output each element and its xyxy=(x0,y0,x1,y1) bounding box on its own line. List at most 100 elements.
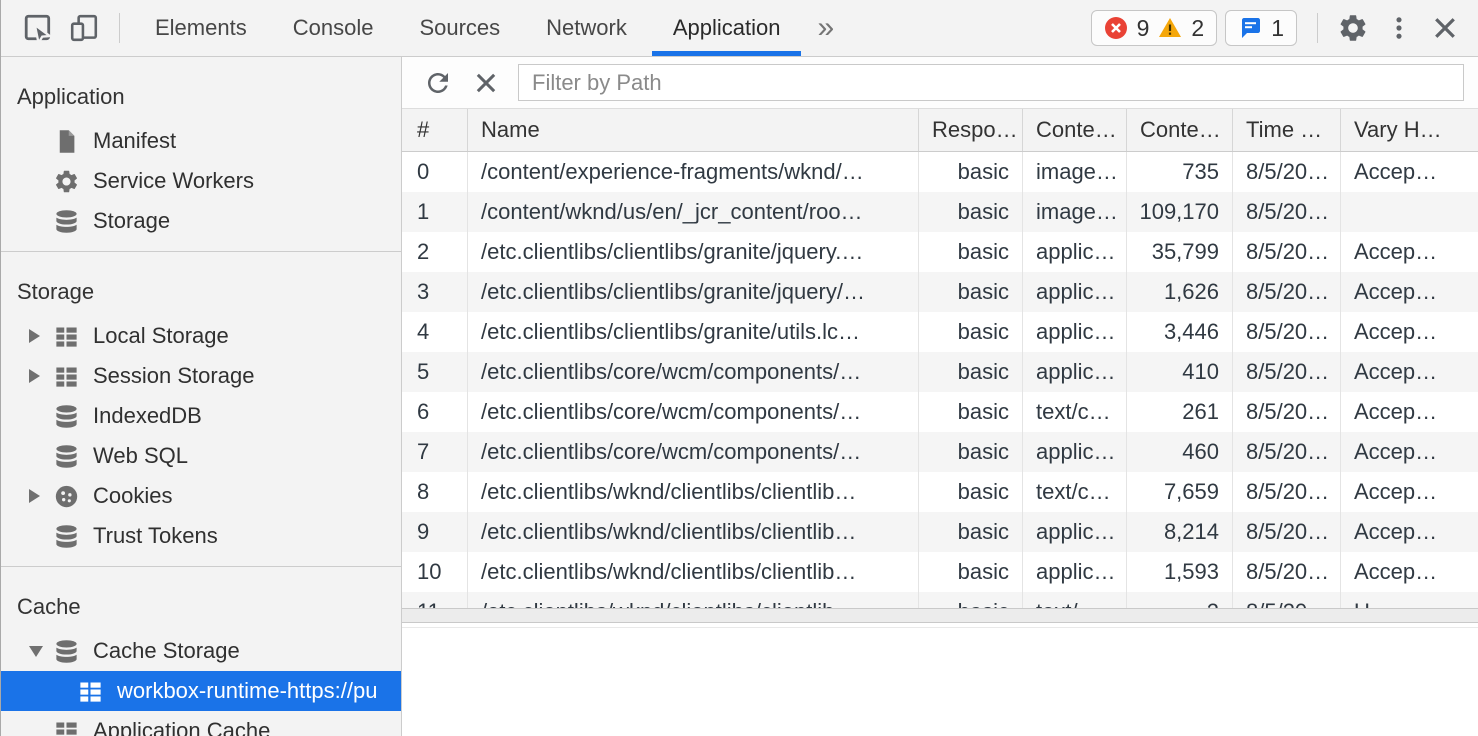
sidebar-item-cookies[interactable]: Cookies xyxy=(1,476,401,516)
column-header-name[interactable]: Name xyxy=(467,109,918,151)
disclosure-triangle-icon[interactable] xyxy=(29,329,53,343)
cell-content-length: 460 xyxy=(1126,432,1232,472)
sidebar-item-service-workers[interactable]: Service Workers xyxy=(1,161,401,201)
column-header-vary-header[interactable]: Vary H… xyxy=(1340,109,1478,151)
cell-name: /etc.clientlibs/core/wcm/components/… xyxy=(467,392,918,432)
cell-time-cached: 8/5/20… xyxy=(1232,392,1340,432)
column-header-response-type[interactable]: Respo… xyxy=(918,109,1022,151)
table-row[interactable]: 4/etc.clientlibs/clientlibs/granite/util… xyxy=(402,312,1478,352)
cell-response-type: basic xyxy=(918,512,1022,552)
disclosure-triangle-icon[interactable] xyxy=(29,489,53,503)
cell-vary-header: Accep… xyxy=(1340,232,1478,272)
cell-time-cached: 8/5/20… xyxy=(1232,272,1340,312)
cell-response-type: basic xyxy=(918,192,1022,232)
disclosure-triangle-icon[interactable] xyxy=(29,645,53,657)
delete-selected-button[interactable] xyxy=(464,61,508,105)
issues-badge[interactable]: 9 2 xyxy=(1090,10,1218,46)
chevron-double-right-icon: » xyxy=(817,11,835,44)
table-header-row: # Name Respo… Conte… Conte… Time … Vary … xyxy=(402,109,1478,152)
cell-response-type: basic xyxy=(918,232,1022,272)
sidebar-item-web-sql[interactable]: Web SQL xyxy=(1,436,401,476)
cell-content-type: text/… xyxy=(1022,592,1126,608)
cell-index: 11 xyxy=(402,592,467,608)
cell-response-type: basic xyxy=(918,392,1022,432)
table-row[interactable]: 0/content/experience-fragments/wknd/…bas… xyxy=(402,152,1478,192)
sidebar-item-manifest[interactable]: Manifest xyxy=(1,121,401,161)
table-row[interactable]: 1/content/wknd/us/en/_jcr_content/roo…ba… xyxy=(402,192,1478,232)
customize-menu-button[interactable] xyxy=(1376,5,1422,51)
database-icon xyxy=(53,208,80,235)
table-row[interactable]: 11/etc.clientlibs/wknd/clientlibs/client… xyxy=(402,592,1478,608)
cell-content-type: applic… xyxy=(1022,272,1126,312)
sidebar-item-workbox-runtime-cache[interactable]: workbox-runtime-https://pu xyxy=(1,671,401,711)
table-row[interactable]: 10/etc.clientlibs/wknd/clientlibs/client… xyxy=(402,552,1478,592)
table-row[interactable]: 6/etc.clientlibs/core/wcm/components/…ba… xyxy=(402,392,1478,432)
cell-name: /etc.clientlibs/clientlibs/granite/jquer… xyxy=(467,272,918,312)
toggle-device-toolbar-button[interactable] xyxy=(61,5,107,51)
cell-content-length: 109,170 xyxy=(1126,192,1232,232)
cell-content-type: applic… xyxy=(1022,352,1126,392)
disclosure-triangle-icon[interactable] xyxy=(29,369,53,383)
cell-content-type: applic… xyxy=(1022,232,1126,272)
cell-content-length: 735 xyxy=(1126,152,1232,192)
cell-index: 9 xyxy=(417,519,430,544)
horizontal-scrollbar[interactable] xyxy=(402,608,1478,623)
error-count: 9 xyxy=(1136,14,1150,41)
sidebar-item-session-storage[interactable]: Session Storage xyxy=(1,356,401,396)
cell-vary-header: Accep… xyxy=(1340,312,1478,352)
table-row[interactable]: 2/etc.clientlibs/clientlibs/granite/jque… xyxy=(402,232,1478,272)
table-row[interactable]: 3/etc.clientlibs/clientlibs/granite/jque… xyxy=(402,272,1478,312)
cell-index: 0 xyxy=(417,159,430,184)
cell-time-cached: 8/5/20… xyxy=(1232,152,1340,192)
more-tabs-button[interactable]: » xyxy=(803,11,848,45)
sidebar-section-storage: Storage Local Storage Session Storage In… xyxy=(1,252,401,567)
table-row[interactable]: 5/etc.clientlibs/core/wcm/components/…ba… xyxy=(402,352,1478,392)
refresh-button[interactable] xyxy=(416,61,460,105)
gear-icon xyxy=(53,168,80,195)
kebab-menu-icon xyxy=(1385,14,1413,42)
cell-index: 4 xyxy=(417,319,430,344)
tab-application[interactable]: Application xyxy=(650,0,804,56)
sidebar-item-trust-tokens[interactable]: Trust Tokens xyxy=(1,516,401,556)
sidebar-item-indexeddb[interactable]: IndexedDB xyxy=(1,396,401,436)
sidebar-item-local-storage[interactable]: Local Storage xyxy=(1,316,401,356)
filter-by-path-input[interactable] xyxy=(518,64,1464,101)
sidebar-item-storage[interactable]: Storage xyxy=(1,201,401,241)
cell-index: 2 xyxy=(417,239,430,264)
entry-preview-pane xyxy=(402,627,1478,736)
cell-content-length: 3,446 xyxy=(1126,312,1232,352)
message-bubble-icon xyxy=(1238,16,1262,40)
sidebar-item-application-cache[interactable]: Application Cache xyxy=(1,711,401,736)
column-header-time-cached[interactable]: Time … xyxy=(1232,109,1340,151)
table-row[interactable]: 9/etc.clientlibs/wknd/clientlibs/clientl… xyxy=(402,512,1478,552)
close-devtools-button[interactable] xyxy=(1422,5,1468,51)
settings-button[interactable] xyxy=(1330,5,1376,51)
column-header-index[interactable]: # xyxy=(417,117,430,142)
cell-time-cached: 8/5/20… xyxy=(1232,352,1340,392)
cell-time-cached: 8/5/20… xyxy=(1232,432,1340,472)
cell-time-cached: 8/5/20… xyxy=(1232,312,1340,352)
inspect-element-button[interactable] xyxy=(15,5,61,51)
sidebar-item-cache-storage[interactable]: Cache Storage xyxy=(1,631,401,671)
database-icon xyxy=(53,443,80,470)
tab-sources[interactable]: Sources xyxy=(419,15,501,40)
table-row[interactable]: 8/etc.clientlibs/wknd/clientlibs/clientl… xyxy=(402,472,1478,512)
toolbar-divider xyxy=(1317,13,1318,43)
cell-time-cached: 8/5/20… xyxy=(1232,512,1340,552)
tab-console[interactable]: Console xyxy=(292,15,374,40)
cell-index: 8 xyxy=(417,479,430,504)
messages-badge[interactable]: 1 xyxy=(1225,10,1297,46)
cell-content-length: 2 xyxy=(1126,592,1232,608)
cell-index: 7 xyxy=(417,439,430,464)
cell-name: /etc.clientlibs/wknd/clientlibs/clientli… xyxy=(467,552,918,592)
tab-network[interactable]: Network xyxy=(546,15,627,40)
column-header-content-type[interactable]: Conte… xyxy=(1022,109,1126,151)
table-row[interactable]: 7/etc.clientlibs/core/wcm/components/…ba… xyxy=(402,432,1478,472)
tab-elements[interactable]: Elements xyxy=(155,15,247,40)
database-icon xyxy=(53,403,80,430)
cell-content-type: text/c… xyxy=(1022,392,1126,432)
cell-content-length: 261 xyxy=(1126,392,1232,432)
inspect-icon xyxy=(23,13,53,43)
column-header-content-length[interactable]: Conte… xyxy=(1126,109,1232,151)
cell-name: /etc.clientlibs/clientlibs/granite/utils… xyxy=(467,312,918,352)
